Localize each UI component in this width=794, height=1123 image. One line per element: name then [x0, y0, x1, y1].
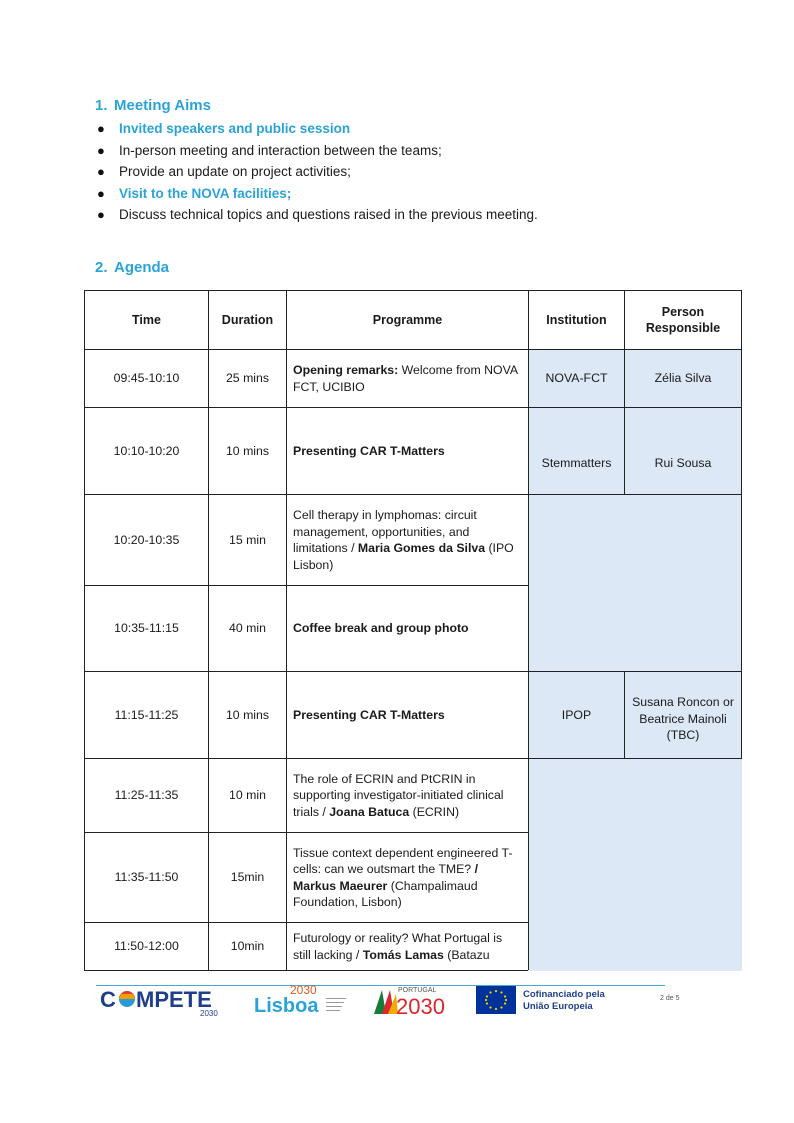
portugal-logo-graphic: PORTUGAL 2030: [374, 987, 445, 1019]
header-programme: Programme: [286, 290, 529, 350]
eu-flag-icon: Cofinanciado pela União Europeia: [476, 986, 606, 1014]
merged-empty-cell: [528, 494, 742, 672]
cell-person: Zélia Silva: [624, 349, 742, 408]
svg-text:Cofinanciado pela: Cofinanciado pela: [523, 989, 606, 1000]
table-row: 11:15-11:25 10 mins Presenting CAR T-Mat…: [84, 671, 742, 759]
cell-institution: NOVA-FCT: [528, 349, 625, 408]
cell-time: 11:50-12:00: [84, 922, 209, 971]
page-number: 2 de 5: [660, 995, 680, 1002]
portugal-2030-logo: PORTUGAL 2030: [374, 984, 454, 1019]
bullet-icon: ●: [97, 121, 105, 136]
table-row: 10:10-10:20 10 mins Presenting CAR T-Mat…: [84, 407, 742, 495]
bullet-icon: ●: [97, 164, 105, 179]
aim-item: ●In-person meeting and interaction betwe…: [97, 142, 442, 158]
compete-logo: C MPETE 2030: [100, 986, 230, 1018]
cell-duration: 25 mins: [208, 349, 287, 408]
svg-text:União Europeia: União Europeia: [523, 1001, 593, 1012]
lisboa-2030-logo: 2030 Lisboa: [254, 983, 350, 1017]
aims-list: ●Invited speakers and public session ●In…: [95, 120, 755, 228]
cell-duration: 10min: [208, 922, 287, 971]
cell-time: 11:25-11:35: [84, 758, 209, 833]
svg-text:C: C: [100, 987, 116, 1012]
cell-person: Rui Sousa: [624, 407, 742, 495]
cell-time: 09:45-10:10: [84, 349, 209, 408]
cell-duration: 15 min: [208, 494, 287, 586]
cell-programme: Futurology or reality? What Portugal is …: [286, 922, 529, 971]
merged-empty-cell: [528, 758, 742, 971]
cell-duration: 40 min: [208, 585, 287, 672]
bullet-icon: ●: [97, 142, 105, 158]
cell-time: 11:35-11:50: [84, 832, 209, 923]
compete-logo-graphic: C MPETE 2030: [100, 987, 218, 1018]
svg-text:MPETE: MPETE: [136, 987, 212, 1012]
aim-item: ●Provide an update on project activities…: [97, 164, 351, 179]
agenda-table: Time Duration Programme Institution Pers…: [84, 290, 742, 971]
svg-text:2030: 2030: [200, 1009, 218, 1018]
heading-number: 1.: [95, 97, 108, 114]
cell-programme: Cell therapy in lymphomas: circuit manag…: [286, 494, 529, 586]
table-row: 11:25-11:35 10 min The role of ECRIN and…: [84, 758, 742, 971]
cell-institution: IPOP: [528, 671, 625, 759]
table-row: 10:35-11:15 40 min Coffee break and grou…: [84, 585, 742, 672]
heading-number: 2.: [95, 259, 108, 276]
cell-time: 10:10-10:20: [84, 407, 209, 495]
bullet-icon: ●: [97, 185, 105, 201]
aim-item: ●Discuss technical topics and questions …: [97, 207, 538, 222]
aim-item: ●Visit to the NOVA facilities;: [97, 185, 292, 201]
footer-divider: [96, 985, 665, 986]
cell-programme: Presenting CAR T-Matters: [286, 407, 529, 495]
cell-programme: Coffee break and group photo: [286, 585, 529, 672]
cell-time: 10:20-10:35: [84, 494, 209, 586]
heading-text: Meeting Aims: [114, 97, 211, 114]
cell-time: 10:35-11:15: [84, 585, 209, 672]
svg-text:2030: 2030: [290, 984, 317, 997]
cell-programme: The role of ECRIN and PtCRIN in supporti…: [286, 758, 529, 833]
heading-text: Agenda: [114, 259, 170, 276]
cell-duration: 10 min: [208, 758, 287, 833]
svg-text:Lisboa: Lisboa: [254, 995, 319, 1016]
cell-duration: 10 mins: [208, 671, 287, 759]
lisboa-logo-graphic: 2030 Lisboa: [254, 983, 346, 1017]
header-time: Time: [84, 290, 209, 350]
bullet-icon: ●: [97, 207, 105, 222]
cell-duration: 10 mins: [208, 407, 287, 495]
table-row: 10:20-10:35 15 min Cell therapy in lymph…: [84, 494, 742, 672]
agenda-heading: 2. Agenda: [95, 259, 169, 276]
svg-text:2030: 2030: [396, 994, 445, 1016]
table-row: 09:45-10:10 25 mins Opening remarks: Wel…: [84, 349, 742, 408]
cell-person: Susana Roncon or Beatrice Mainoli (TBC): [624, 671, 742, 759]
svg-text:PORTUGAL: PORTUGAL: [398, 987, 436, 994]
header-duration: Duration: [208, 290, 287, 350]
header-institution: Institution: [528, 290, 625, 350]
cell-institution: Stemmatters: [528, 407, 625, 495]
cell-programme: Presenting CAR T-Matters: [286, 671, 529, 759]
cell-programme: Tissue context dependent engineered T-ce…: [286, 832, 529, 923]
table-header-row: Time Duration Programme Institution Pers…: [84, 290, 742, 350]
cell-programme: Opening remarks: Welcome from NOVA FCT, …: [286, 349, 529, 408]
meeting-aims-heading: 1. Meeting Aims: [95, 97, 211, 114]
cell-duration: 15min: [208, 832, 287, 923]
eu-cofunded-logo: Cofinanciado pela União Europeia: [476, 986, 616, 1014]
aim-item: ●Invited speakers and public session: [97, 121, 351, 136]
cell-time: 11:15-11:25: [84, 671, 209, 759]
table-row: 11:50-12:00 10min Futurology or reality?…: [84, 922, 742, 971]
table-row: 11:35-11:50 15min Tissue context depende…: [84, 832, 742, 923]
